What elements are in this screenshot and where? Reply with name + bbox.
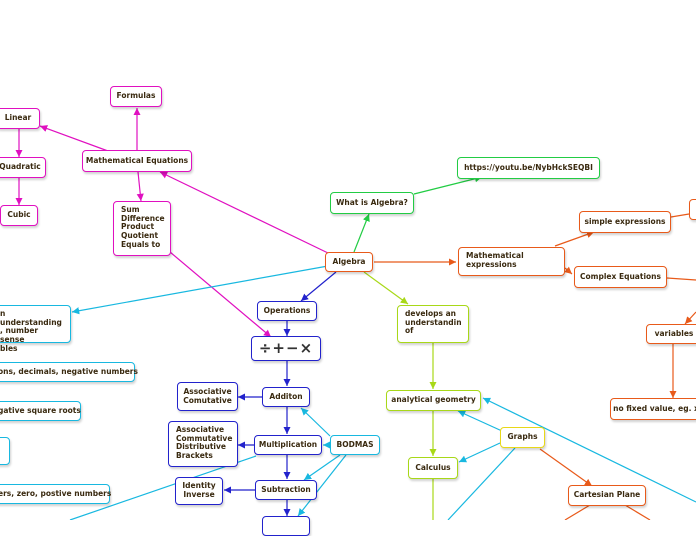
node-multiplication-label: Multiplication — [258, 439, 318, 449]
node-operations-label: Operations — [263, 305, 311, 315]
node-mathematical-expressions-label: Mathematical expressions — [466, 251, 524, 269]
node-operators-symbols[interactable]: ÷+−× — [251, 336, 321, 361]
node-cartesian-plane[interactable]: Cartesian Plane — [568, 485, 646, 506]
node-complex-equations[interactable]: Complex Equations — [574, 266, 667, 288]
node-cut-left[interactable]: l — [0, 437, 10, 465]
node-what-is-algebra-label: What is Algebra? — [336, 197, 408, 207]
node-formulas-label: Formulas — [116, 91, 156, 101]
node-cut-bottom[interactable] — [262, 516, 310, 536]
node-variables[interactable]: variables — [646, 324, 696, 344]
node-formulas[interactable]: Formulas — [110, 86, 162, 107]
node-develops-label: develops an understandin of — [405, 309, 462, 336]
node-mathematical-expressions[interactable]: Mathematical expressions — [458, 247, 565, 276]
link-whatis-youtube — [413, 175, 483, 195]
link-graphs-analytical — [457, 410, 503, 432]
link-bodmas-down — [297, 454, 347, 517]
node-algebra-label: Algebra — [332, 256, 366, 266]
link-algebra-equations — [159, 171, 329, 254]
node-sum-difference[interactable]: Sum Difference Product Quotient Equals t… — [113, 201, 171, 256]
node-youtube-link[interactable]: https://youtu.be/NybHckSEQBI — [457, 157, 600, 179]
node-mathematical-equations-label: Mathematical Equations — [85, 155, 189, 165]
link-sum-operators — [169, 251, 272, 338]
node-develops[interactable]: develops an understandin of — [397, 305, 469, 343]
node-square-roots[interactable]: gative square roots — [0, 401, 81, 421]
node-variables-label: variables — [654, 328, 694, 338]
node-fractions-label: ons, decimals, negative numbers — [0, 366, 138, 376]
link-complex-edge — [666, 277, 696, 281]
node-subtraction-label: Subtraction — [261, 484, 311, 494]
link-algebra-whatis — [353, 213, 370, 253]
link-edge-analytical — [482, 397, 696, 503]
node-complex-equations-label: Complex Equations — [580, 271, 661, 281]
node-multiplication[interactable]: Multiplication — [254, 435, 322, 455]
node-analytical-geometry-label: analytical geometry — [391, 395, 476, 405]
node-linear[interactable]: Linear — [0, 108, 40, 129]
node-quadratic-label: Quadratic — [0, 162, 41, 172]
node-addition[interactable]: Additon — [262, 387, 310, 407]
link-cartesian-left — [564, 504, 591, 520]
node-fractions[interactable]: ons, decimals, negative numbers — [0, 362, 138, 382]
link-graphs-cartesian — [539, 448, 593, 487]
node-no-fixed-value-label: no fixed value, eg. x — [613, 403, 696, 413]
node-graphs-label: Graphs — [507, 432, 538, 442]
link-algebra-operations — [300, 271, 337, 302]
node-integers-label: ers, zero, postive numbers — [0, 488, 112, 498]
node-addition-label: Additon — [269, 391, 303, 401]
link-algebra-develops — [363, 271, 409, 305]
link-simple-edge — [670, 213, 690, 218]
node-identity-inverse[interactable]: Identity Inverse — [175, 477, 223, 505]
connector-lines — [15, 108, 696, 520]
node-square-roots-label: gative square roots — [0, 405, 81, 415]
node-calculus[interactable]: Calculus — [408, 457, 458, 479]
node-no-fixed-value[interactable]: no fixed value, eg. x — [610, 398, 696, 420]
node-what-is-algebra[interactable]: What is Algebra? — [330, 192, 414, 214]
node-associative-comutative-label: Associative Comutative — [183, 386, 232, 405]
node-linear-label: Linear — [4, 113, 32, 123]
node-integers[interactable]: ers, zero, postive numbers — [0, 484, 112, 504]
node-understanding-label: n understanding , number sense bles — [0, 309, 62, 353]
node-analytical-geometry[interactable]: analytical geometry — [386, 390, 481, 411]
link-equations-linear — [39, 125, 109, 152]
link-graphs-calculus — [458, 442, 501, 463]
node-cubic-label: Cubic — [7, 210, 31, 220]
link-cartesian-right — [624, 504, 651, 520]
node-operations[interactable]: Operations — [257, 301, 317, 321]
node-algebra[interactable]: Algebra — [325, 252, 373, 272]
node-simple-expressions[interactable]: simple expressions — [579, 211, 671, 233]
node-cubic[interactable]: Cubic — [0, 205, 38, 226]
node-graphs[interactable]: Graphs — [500, 427, 545, 448]
node-cartesian-plane-label: Cartesian Plane — [573, 490, 641, 500]
node-associative-comutative[interactable]: Associative Comutative — [177, 382, 238, 411]
node-cut-right-top[interactable] — [689, 199, 696, 220]
node-calculus-label: Calculus — [415, 462, 451, 472]
node-subtraction[interactable]: Subtraction — [255, 480, 317, 500]
node-quadratic[interactable]: Quadratic — [0, 157, 46, 178]
youtube-link[interactable]: https://youtu.be/NybHckSEQBI — [464, 162, 593, 172]
node-cut-left-label: l — [0, 446, 1, 456]
node-associative-list-label: Associative Commutative Distributive Bra… — [176, 425, 233, 460]
node-identity-inverse-label: Identity Inverse — [182, 481, 216, 499]
link-edge-variables — [684, 311, 696, 325]
link-bodmas-subtraction — [303, 454, 341, 481]
link-expressions-simple — [554, 231, 595, 247]
node-bodmas-label: BODMAS — [336, 439, 374, 449]
node-bodmas[interactable]: BODMAS — [330, 435, 380, 455]
node-sum-difference-label: Sum Difference Product Quotient Equals t… — [121, 205, 165, 249]
operators-symbols: ÷+−× — [258, 338, 314, 357]
link-expressions-complex — [564, 266, 573, 275]
link-equations-sum — [136, 171, 144, 202]
node-mathematical-equations[interactable]: Mathematical Equations — [82, 150, 192, 172]
node-associative-list[interactable]: Associative Commutative Distributive Bra… — [168, 421, 238, 467]
node-understanding[interactable]: n understanding , number sense bles — [0, 305, 71, 352]
node-simple-expressions-label: simple expressions — [584, 216, 666, 226]
link-algebra-understanding — [71, 265, 329, 315]
link-graphs-down — [447, 447, 516, 520]
link-bodmas-addition — [300, 407, 331, 437]
